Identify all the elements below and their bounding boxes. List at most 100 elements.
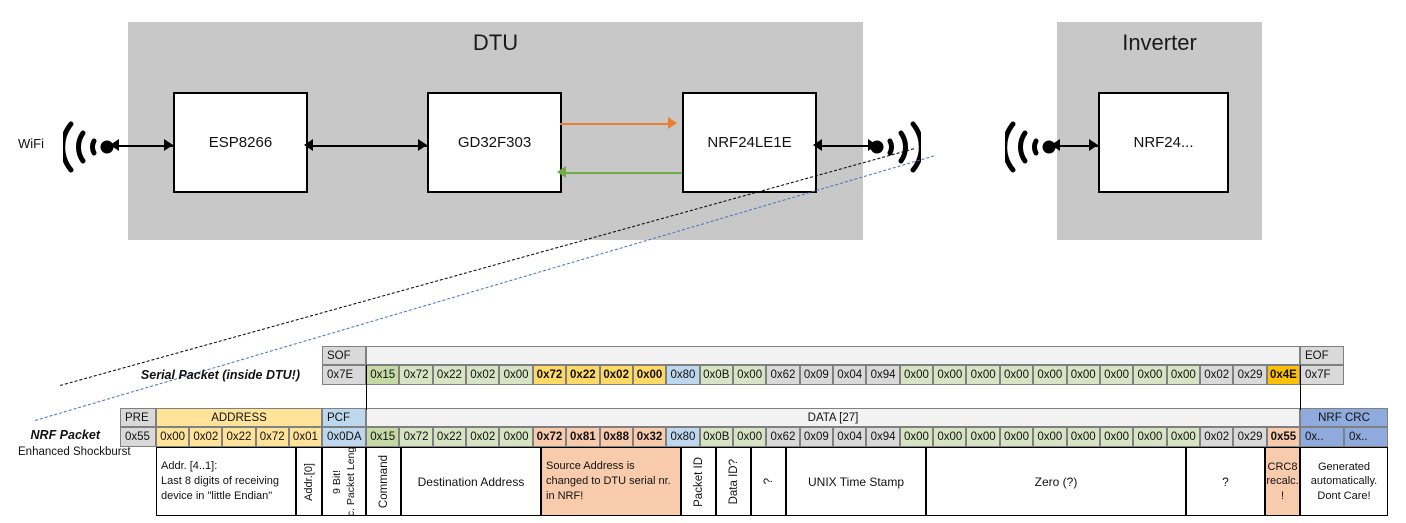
serial-packet-label: Serial Packet (inside DTU!)	[140, 368, 300, 382]
wifi-link-arrow-left	[110, 139, 119, 151]
serial-byte-4: 0x00	[499, 365, 533, 385]
annotation-crc-note: Generated automatically. Dont Care!	[1300, 447, 1388, 516]
esp-gd-line	[306, 145, 427, 147]
serial-eof-value: 0x7F	[1300, 365, 1344, 385]
annotation-command: Command	[366, 447, 401, 516]
serial-byte-20: 0x00	[1033, 365, 1067, 385]
wifi-antenna-icon	[63, 121, 114, 173]
nrf-byte-22: 0x00	[1099, 427, 1134, 447]
nrf-crc-byte-1: 0x..	[1344, 427, 1388, 447]
nrf-byte-9: 0x80	[666, 427, 700, 447]
serial-byte-23: 0x00	[1133, 365, 1167, 385]
nrf-address-byte-1: 0x02	[189, 427, 223, 447]
nrf-byte-16: 0x00	[899, 427, 934, 447]
nrf-data-header: DATA [27]	[366, 408, 1300, 427]
serial-byte-3: 0x02	[466, 365, 500, 385]
annotation-question-2: ?	[1186, 447, 1265, 516]
serial-byte-10: 0x0B	[699, 365, 733, 385]
inverter-antenna-line	[1053, 145, 1098, 147]
nrf-byte-23: 0x00	[1133, 427, 1167, 447]
nrf-byte-8: 0x32	[632, 427, 667, 447]
annotation-pcf-note: 9 Bit! Inc. Packet Length	[322, 447, 366, 516]
nrf-byte-6: 0x81	[566, 427, 600, 447]
serial-byte-18: 0x00	[966, 365, 1000, 385]
annotation-data-id: Data ID?	[716, 447, 751, 516]
serial-byte-2: 0x22	[432, 365, 467, 385]
block-diagram: DTU Inverter WiFi ESP8266 GD32F303 NRF24…	[18, 22, 1262, 421]
chip-esp8266-label: ESP8266	[208, 134, 273, 151]
nrf-pre-header: PRE	[120, 408, 156, 427]
serial-byte-12: 0x62	[766, 365, 800, 385]
wifi-label: WiFi	[18, 136, 44, 151]
nrf-address-byte-3: 0x72	[255, 427, 289, 447]
rx-link-arrow	[557, 166, 566, 178]
nrf-byte-18: 0x00	[966, 427, 1000, 447]
serial-eof-header: EOF	[1300, 346, 1344, 365]
dtu-title: DTU	[472, 30, 519, 55]
nrf-pcf-header: PCF	[322, 408, 366, 427]
nrf-byte-7: 0x88	[599, 427, 633, 447]
nrf-address-header: ADDRESS	[156, 408, 322, 427]
nrf-byte-24: 0x00	[1166, 427, 1200, 447]
nrf-byte-3: 0x02	[466, 427, 500, 447]
nrf-byte-13: 0x09	[799, 427, 834, 447]
annotation-zero: Zero (?)	[926, 447, 1186, 516]
esp-gd-arrow-left	[304, 139, 313, 151]
serial-byte-25: 0x02	[1200, 365, 1234, 385]
chip-nrf24le1e-label: NRF24LE1E	[707, 134, 792, 151]
serial-byte-13: 0x09	[799, 365, 834, 385]
serial-sof-header: SOF	[322, 346, 366, 365]
serial-byte-21: 0x00	[1066, 365, 1100, 385]
inverter-title: Inverter	[1122, 30, 1197, 55]
annotation-command-text: Command	[377, 454, 390, 509]
nrf-byte-2: 0x22	[432, 427, 467, 447]
nrf-byte-1: 0x72	[399, 427, 433, 447]
serial-byte-17: 0x00	[933, 365, 967, 385]
nrf-address-byte-2: 0x22	[222, 427, 256, 447]
nrf-byte-20: 0x00	[1033, 427, 1067, 447]
serial-byte-5: 0x72	[532, 365, 567, 385]
inverter-antenna-arrow-right	[1089, 139, 1098, 151]
annotation-pcf-note-a: 9 Bit!	[331, 469, 343, 494]
serial-byte-0: 0x15	[366, 365, 400, 385]
serial-byte-1: 0x72	[399, 365, 433, 385]
serial-byte-14: 0x04	[833, 365, 867, 385]
dtu-antenna-icon	[870, 121, 921, 173]
serial-byte-8: 0x00	[632, 365, 667, 385]
nrf-pre-value: 0x55	[120, 427, 156, 447]
annotation-packet-id-text: Packet ID	[692, 456, 705, 507]
annotation-addr0-text: Addr.[0]	[303, 462, 315, 501]
serial-byte-26: 0x29	[1233, 365, 1267, 385]
nrf-pcf-value: 0x0DA	[322, 427, 366, 447]
nrf-crc-byte-0: 0x..	[1300, 427, 1344, 447]
annotation-pcf-note-b: Inc. Packet Length	[345, 447, 357, 516]
annotation-address-note: Addr. [4..1]:Last 8 digits of receiving …	[156, 447, 296, 516]
annotation-source-address-note: Source Address is changed to DTU serial …	[541, 447, 681, 516]
esp-gd-arrow-right	[418, 139, 427, 151]
nrf-byte-4: 0x00	[499, 427, 533, 447]
nrf-packet-label: NRF Packet	[30, 428, 100, 442]
nrf-byte-25: 0x02	[1200, 427, 1234, 447]
serial-sof-value: 0x7E	[322, 365, 366, 385]
nrf-byte-17: 0x00	[933, 427, 967, 447]
nrf-byte-21: 0x00	[1066, 427, 1100, 447]
nrf-antenna-line	[815, 145, 877, 147]
column-guide-1	[1300, 365, 1301, 410]
chip-nrf24-label: NRF24...	[1133, 134, 1194, 151]
serial-byte-27: 0x4E	[1266, 365, 1301, 385]
nrf-byte-14: 0x04	[833, 427, 867, 447]
column-guide-0	[366, 365, 367, 410]
annotation-question-1-text: ?	[762, 478, 775, 485]
nrf-byte-19: 0x00	[999, 427, 1034, 447]
nrf-address-byte-0: 0x00	[156, 427, 190, 447]
annotation-data-id-text: Data ID?	[727, 458, 740, 505]
serial-byte-15: 0x94	[866, 365, 900, 385]
wifi-link-arrow-right	[164, 139, 173, 151]
chip-nrf24: NRF24...	[1098, 92, 1229, 193]
annotation-unix-time-stamp: UNIX Time Stamp	[786, 447, 926, 516]
serial-byte-22: 0x00	[1099, 365, 1134, 385]
nrf-byte-27: 0x55	[1266, 427, 1301, 447]
serial-byte-11: 0x00	[732, 365, 767, 385]
annotation-question-1: ?	[751, 447, 786, 516]
inverter-antenna-arrow-left	[1051, 139, 1060, 151]
